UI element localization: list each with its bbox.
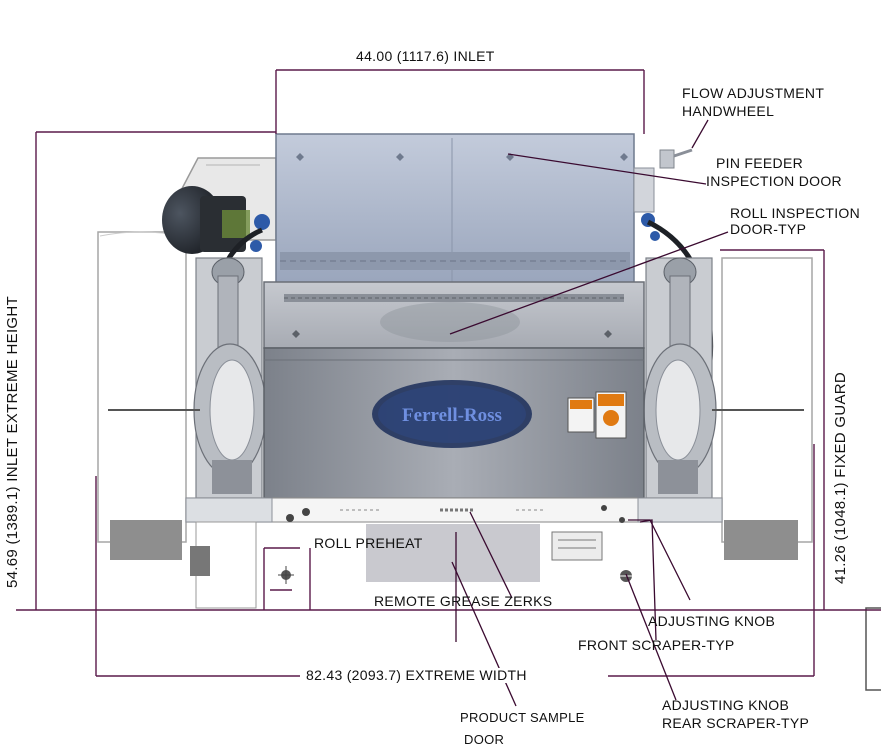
callout-sample-door: DOOR [464,732,505,747]
warning-decals [567,391,627,439]
dim-inlet-width: 44.00 (1117.6) INLET [356,48,495,64]
extreme-width-dimension [95,444,815,677]
callout-pin-feeder: PIN FEEDER [716,155,804,171]
callout-door-typ: DOOR-TYP [730,221,807,237]
left-fixed-guard [97,231,187,560]
callout-adjusting-knob-rear: ADJUSTING KNOB [662,697,790,713]
callout-adjusting-knob-front: ADJUSTING KNOB [648,613,776,629]
adjacent-view-frame [865,607,881,691]
right-roll-drive [643,257,717,499]
callout-roll-preheat: ROLL PREHEAT [314,535,423,551]
right-fixed-guard [721,257,813,560]
callout-rear-scraper: REAR SCRAPER-TYP [662,715,810,731]
brand-logo-text: Ferrell-Ross [402,405,502,426]
callout-remote-grease-zerks: REMOTE GREASE ZERKS [374,593,553,609]
brand-logo-plate: Ferrell-Ross [372,380,532,448]
flow-adjustment-handwheel [633,148,693,241]
pin-feeder-hopper [275,133,635,295]
leader-handwheel [691,119,709,149]
leader-product-sample [451,561,517,707]
dimension-lines [16,69,881,677]
callout-front-scraper: FRONT SCRAPER-TYP [578,637,735,653]
callout-product-sample: PRODUCT SAMPLE [460,710,585,725]
dim-inlet-extreme-height: 54.69 (1389.1) INLET EXTREME HEIGHT [4,296,21,588]
inlet-width-dimension [275,69,645,134]
callout-flow-adjustment: FLOW ADJUSTMENT [682,85,825,101]
leader-grease-zerks [469,511,513,599]
dim-extreme-width: 82.43 (2093.7) EXTREME WIDTH [304,667,529,683]
callout-handwheel: HANDWHEEL [682,103,775,119]
leader-front-scraper-b [639,519,657,641]
left-roll-drive [193,257,267,499]
callout-roll-inspection: ROLL INSPECTION [730,205,861,221]
leader-front-scraper [628,519,691,601]
dim-fixed-guard: 41.26 (1048.1) FIXED GUARD [832,371,849,584]
leader-pin-feeder [507,153,707,185]
roll-preheat-dimension [263,547,311,610]
left-motor-assembly [162,157,277,254]
inlet-height-dimension [16,131,881,611]
leader-rear-scraper [625,573,677,701]
lower-details [190,521,632,609]
fixed-guard-dimension [720,249,825,610]
callout-inspection-door: INSPECTION DOOR [706,173,842,189]
leader-roll-inspection [449,231,729,335]
base-rail [185,497,723,523]
